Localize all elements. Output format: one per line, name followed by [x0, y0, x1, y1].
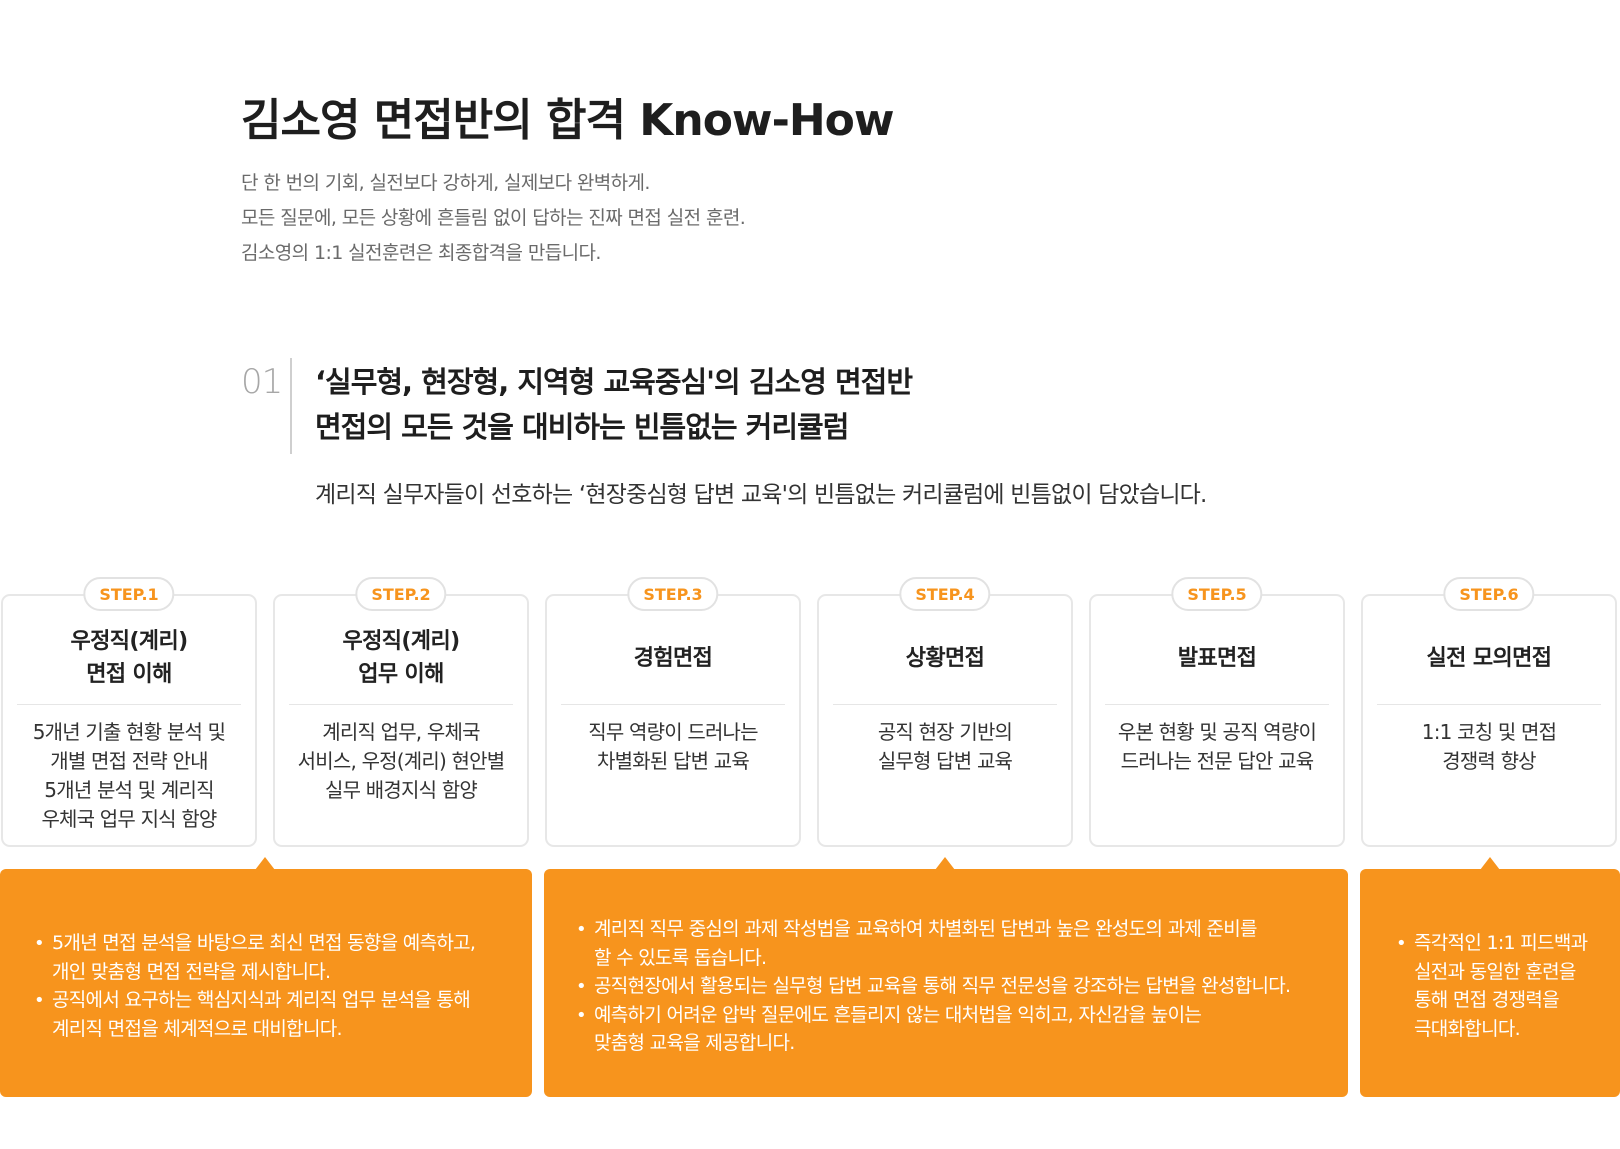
step-card-6: STEP.6 실전 모의면접 1:1 코칭 및 면접 경쟁력 향상 — [1361, 577, 1617, 847]
step-title: 경험면접 — [547, 622, 799, 694]
step-desc-line: 계리직 업무, 우체국 — [322, 720, 480, 744]
section-heading-line: 면접의 모든 것을 대비하는 빈틈없는 커리큘럼 — [315, 410, 849, 444]
section-heading-line: ‘실무형, 현장형, 지역형 교육중심'의 김소영 면접반 — [315, 365, 913, 399]
detail-bullet: • 공직현장에서 활용되는 실무형 답변 교육을 통해 직무 전문성을 강조하는… — [576, 972, 1348, 1001]
step-title-line: 실전 모의면접 — [1426, 645, 1553, 671]
step-description: 1:1 코칭 및 면접 경쟁력 향상 — [1363, 718, 1615, 776]
step-card-2: STEP.2 우정직(계리) 업무 이해 계리직 업무, 우체국 서비스, 우정… — [273, 577, 529, 847]
step-badge: STEP.2 — [355, 577, 447, 611]
detail-list: • 5개년 면접 분석을 바탕으로 최신 면접 동향을 예측하고, 개인 맞춤형… — [34, 929, 532, 1043]
step-badge: STEP.3 — [627, 577, 719, 611]
step-desc-line: 차별화된 답변 교육 — [597, 749, 750, 773]
step-divider — [561, 704, 785, 705]
detail-bullet: • 계리직 직무 중심의 과제 작성법을 교육하여 차별화된 답변과 높은 완성… — [576, 915, 1348, 972]
step-description: 직무 역량이 드러나는 차별화된 답변 교육 — [547, 718, 799, 776]
section-description: 계리직 실무자들이 선호하는 ‘현장중심형 답변 교육'의 빈틈없는 커리큘럼에… — [315, 482, 1207, 508]
step-title-line: 상황면접 — [905, 645, 985, 671]
detail-line: 실전과 동일한 훈련을 — [1414, 960, 1576, 983]
bullet-dot: • — [576, 919, 587, 940]
section-divider — [290, 358, 292, 454]
step-desc-line: 5개년 기출 현황 분석 및 — [32, 720, 226, 744]
step-description: 공직 현장 기반의 실무형 답변 교육 — [819, 718, 1071, 776]
detail-line: 극대화합니다. — [1414, 1017, 1521, 1040]
step-card-5: STEP.5 발표면접 우본 현황 및 공직 역량이 드러나는 전문 답안 교육 — [1089, 577, 1345, 847]
step-description: 우본 현황 및 공직 역량이 드러나는 전문 답안 교육 — [1091, 718, 1343, 776]
step-card-3: STEP.3 경험면접 직무 역량이 드러나는 차별화된 답변 교육 — [545, 577, 801, 847]
step-divider — [289, 704, 513, 705]
step-title: 발표면접 — [1091, 622, 1343, 694]
step-desc-line: 공직 현장 기반의 — [877, 720, 1013, 744]
detail-box-3: • 즉각적인 1:1 피드백과 실전과 동일한 훈련을 통해 면접 경쟁력을 극… — [1360, 857, 1620, 1097]
detail-line: 계리직 직무 중심의 과제 작성법을 교육하여 차별화된 답변과 높은 완성도의… — [594, 918, 1258, 940]
step-divider — [833, 704, 1057, 705]
bullet-dot: • — [34, 990, 45, 1011]
step-desc-line: 경쟁력 향상 — [1442, 749, 1536, 773]
step-title: 우정직(계리) 면접 이해 — [3, 622, 255, 694]
detail-bullet: • 예측하기 어려운 압박 질문에도 흔들리지 않는 대처법을 익히고, 자신감… — [576, 1001, 1348, 1058]
step-title-line: 면접 이해 — [86, 662, 172, 687]
step-desc-line: 5개년 분석 및 계리직 — [44, 778, 214, 802]
step-badge: STEP.4 — [899, 577, 991, 611]
step-title-line: 발표면접 — [1177, 645, 1257, 671]
step-title-line: 업무 이해 — [358, 662, 444, 687]
bullet-dot: • — [34, 933, 45, 954]
step-card-1: STEP.1 우정직(계리) 면접 이해 5개년 기출 현황 분석 및 개별 면… — [1, 577, 257, 847]
detail-line: 개인 맞춤형 면접 전략을 제시합니다. — [52, 960, 331, 983]
bullet-dot: • — [1396, 933, 1407, 954]
detail-line: 통해 면접 경쟁력을 — [1414, 989, 1560, 1011]
step-description: 계리직 업무, 우체국 서비스, 우정(계리) 현안별 실무 배경지식 함양 — [275, 718, 527, 805]
step-desc-line: 개별 면접 전략 안내 — [50, 749, 208, 773]
step-title: 상황면접 — [819, 622, 1071, 694]
bullet-dot: • — [576, 1004, 587, 1026]
intro-line: 모든 질문에, 모든 상황에 흔들림 없이 답하는 진짜 면접 실전 훈련. — [241, 207, 746, 229]
intro-text: 단 한 번의 기회, 실전보다 강하게, 실제보다 완벽하게. 모든 질문에, … — [241, 166, 746, 271]
detail-line: 공직에서 요구하는 핵심지식과 계리직 업무 분석을 통해 — [52, 989, 471, 1011]
pointer-arrow — [255, 857, 275, 870]
step-divider — [1377, 704, 1601, 705]
step-desc-line: 드러나는 전문 답안 교육 — [1120, 749, 1314, 773]
pointer-arrow — [935, 857, 955, 870]
step-description: 5개년 기출 현황 분석 및 개별 면접 전략 안내 5개년 분석 및 계리직 … — [3, 718, 255, 834]
detail-bullet: • 공직에서 요구하는 핵심지식과 계리직 업무 분석을 통해 계리직 면접을 … — [34, 986, 532, 1043]
detail-line: 할 수 있도록 돕습니다. — [594, 946, 767, 969]
step-badge: STEP.5 — [1171, 577, 1263, 611]
step-divider — [1105, 704, 1329, 705]
pointer-arrow — [1480, 857, 1500, 870]
step-desc-line: 실무형 답변 교육 — [877, 749, 1013, 773]
intro-line: 단 한 번의 기회, 실전보다 강하게, 실제보다 완벽하게. — [241, 172, 650, 194]
section-heading: ‘실무형, 현장형, 지역형 교육중심'의 김소영 면접반 면접의 모든 것을 … — [315, 360, 913, 450]
step-title: 우정직(계리) 업무 이해 — [275, 622, 527, 694]
step-title-line: 우정직(계리) — [70, 629, 188, 654]
detail-list: • 계리직 직무 중심의 과제 작성법을 교육하여 차별화된 답변과 높은 완성… — [576, 915, 1348, 1058]
detail-list: • 즉각적인 1:1 피드백과 실전과 동일한 훈련을 통해 면접 경쟁력을 극… — [1396, 929, 1620, 1043]
detail-box-2: • 계리직 직무 중심의 과제 작성법을 교육하여 차별화된 답변과 높은 완성… — [544, 857, 1348, 1097]
intro-line: 김소영의 1:1 실전훈련은 최종합격을 만듭니다. — [241, 242, 601, 264]
step-card-4: STEP.4 상황면접 공직 현장 기반의 실무형 답변 교육 — [817, 577, 1073, 847]
step-title-line: 우정직(계리) — [342, 629, 460, 654]
detail-bullet: • 즉각적인 1:1 피드백과 실전과 동일한 훈련을 통해 면접 경쟁력을 극… — [1396, 929, 1620, 1043]
detail-line: 즉각적인 1:1 피드백과 — [1414, 932, 1588, 954]
step-desc-line: 실무 배경지식 함양 — [325, 778, 478, 802]
step-desc-line: 1:1 코칭 및 면접 — [1421, 720, 1557, 744]
step-divider — [17, 704, 241, 705]
page-title: 김소영 면접반의 합격 Know-How — [241, 95, 895, 146]
step-badge: STEP.6 — [1443, 577, 1535, 611]
step-title: 실전 모의면접 — [1363, 622, 1615, 694]
detail-box-1: • 5개년 면접 분석을 바탕으로 최신 면접 동향을 예측하고, 개인 맞춤형… — [0, 857, 532, 1097]
detail-line: 예측하기 어려운 압박 질문에도 흔들리지 않는 대처법을 익히고, 자신감을 … — [594, 1003, 1202, 1026]
step-desc-line: 서비스, 우정(계리) 현안별 — [297, 749, 505, 773]
step-desc-line: 우본 현황 및 공직 역량이 — [1117, 720, 1317, 744]
step-desc-line: 우체국 업무 지식 함양 — [41, 807, 217, 831]
detail-bullet: • 5개년 면접 분석을 바탕으로 최신 면접 동향을 예측하고, 개인 맞춤형… — [34, 929, 532, 986]
bullet-dot: • — [576, 976, 587, 997]
section-number: 01 — [241, 362, 283, 402]
detail-line: 5개년 면접 분석을 바탕으로 최신 면접 동향을 예측하고, — [52, 932, 476, 954]
detail-line: 공직현장에서 활용되는 실무형 답변 교육을 통해 직무 전문성을 강조하는 답… — [594, 975, 1291, 997]
step-desc-line: 직무 역량이 드러나는 — [588, 720, 758, 744]
detail-line: 계리직 면접을 체계적으로 대비합니다. — [52, 1017, 343, 1040]
step-title-line: 경험면접 — [633, 645, 713, 671]
detail-line: 맞춤형 교육을 제공합니다. — [594, 1032, 795, 1054]
step-badge: STEP.1 — [83, 577, 175, 611]
